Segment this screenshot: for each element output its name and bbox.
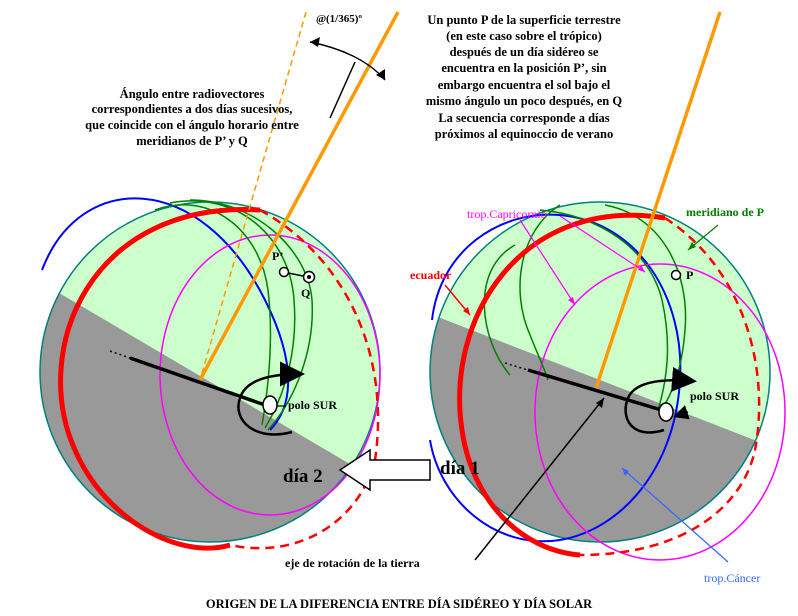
explanation-line: embargo encuentra el sol bajo el xyxy=(438,78,611,92)
explanation-line: encuentra en la posición P’, sin xyxy=(441,61,606,75)
axis-leader-line xyxy=(474,397,605,561)
globe-dia-1 xyxy=(429,201,786,561)
label-dia-1: día 1 xyxy=(440,458,480,479)
globe-right-south-pole xyxy=(658,402,674,422)
polo-right-leader-line xyxy=(673,405,690,420)
label-meridiano-p: meridiano de P xyxy=(686,205,764,219)
label-polo-sur-right: polo SUR xyxy=(690,389,739,403)
globe-left-axis xyxy=(129,356,266,407)
label-dia-2: día 2 xyxy=(283,466,323,487)
globe-right-equator-dashed xyxy=(579,216,761,557)
angle-leader-line xyxy=(329,61,356,119)
globe-right-meridian-3 xyxy=(519,204,561,381)
angle-annotation-line: correspondientes a dos días sucesivos, xyxy=(92,102,293,116)
globe-dia-2 xyxy=(39,197,381,551)
globe-left-equator-solid xyxy=(58,207,261,551)
globe-right-axis xyxy=(527,368,669,414)
globe-left-equator-dashed xyxy=(229,208,380,550)
day-sequence-arrow xyxy=(338,448,431,492)
label-ecuador: ecuador xyxy=(410,268,452,282)
cancer-leader-line xyxy=(621,467,729,563)
angle-arc-icon xyxy=(309,41,386,81)
footer-title: ORIGEN DE LA DIFERENCIA ENTRE DÍA SIDÉRE… xyxy=(206,597,593,611)
globe-right-rotation-arrow-icon xyxy=(624,366,697,434)
globe-left-south-pole xyxy=(262,395,278,415)
angle-annotation-line: meridianos de P’ y Q xyxy=(136,134,248,148)
globe-right-shadow xyxy=(430,310,770,542)
sun-ray-dia-2 xyxy=(198,11,400,381)
globe-right-meridian-2 xyxy=(483,244,516,376)
explanation-line: Un punto P de la superficie terrestre xyxy=(427,13,621,27)
globe-left-shadow xyxy=(40,270,360,542)
angle-annotation-line: que coincide con el ángulo horario entre xyxy=(85,118,299,132)
angle-label: (1/365)º xyxy=(326,13,362,25)
label-p: P xyxy=(686,268,693,282)
globe-left-rotation-arrow-icon xyxy=(237,361,305,436)
globe-left-meridian-3 xyxy=(189,199,314,431)
globe-right-axis-dotted xyxy=(504,362,529,371)
explanation-line: (en este caso sobre el trópico) xyxy=(446,29,602,43)
label-trop-cancer: trop.Cáncer xyxy=(704,571,760,585)
explanation-line: próximos al equinoccio de verano xyxy=(435,127,613,141)
explanation-line: La secuencia corresponde a días xyxy=(438,111,609,125)
label-p-prime: P’ xyxy=(272,249,283,263)
angle-symbol: @ xyxy=(316,13,326,25)
explanation-line: después de un día sidéreo se xyxy=(450,45,599,59)
angle-annotation: Ángulo entre radiovectores correspondien… xyxy=(85,87,299,148)
globe-right-tropic-capricorn xyxy=(534,263,786,561)
capricornio-leader-line-2 xyxy=(559,215,646,273)
angle-annotation-line: Ángulo entre radiovectores xyxy=(120,87,265,101)
sun-ray-dia-1 xyxy=(594,11,722,389)
globe-left-axis-dotted xyxy=(109,350,131,359)
globe-left-tropic-cancer xyxy=(41,197,290,431)
label-trop-capricornio: trop.Capricornio xyxy=(467,207,547,221)
label-polo-sur-left: polo SUR xyxy=(288,398,337,412)
explanation-line: mismo ángulo un poco después, en Q xyxy=(426,94,622,108)
globe-left-tropic-capricorn xyxy=(159,234,381,516)
label-eje-rotacion: eje de rotación de la tierra xyxy=(285,556,420,570)
label-q: Q xyxy=(301,286,310,300)
globe-left-meridian-2 xyxy=(169,200,296,429)
capricornio-leader-line-1 xyxy=(519,219,576,306)
globe-left-meridian-1 xyxy=(154,204,272,426)
sun-ray-dia-2-previous xyxy=(199,11,307,381)
globe-right-equator-solid xyxy=(457,212,666,558)
explanation-text: Un punto P de la superficie terrestre (e… xyxy=(426,13,622,141)
globe-right-point-p xyxy=(670,269,682,281)
globe-left-point-p-prime xyxy=(278,266,290,278)
